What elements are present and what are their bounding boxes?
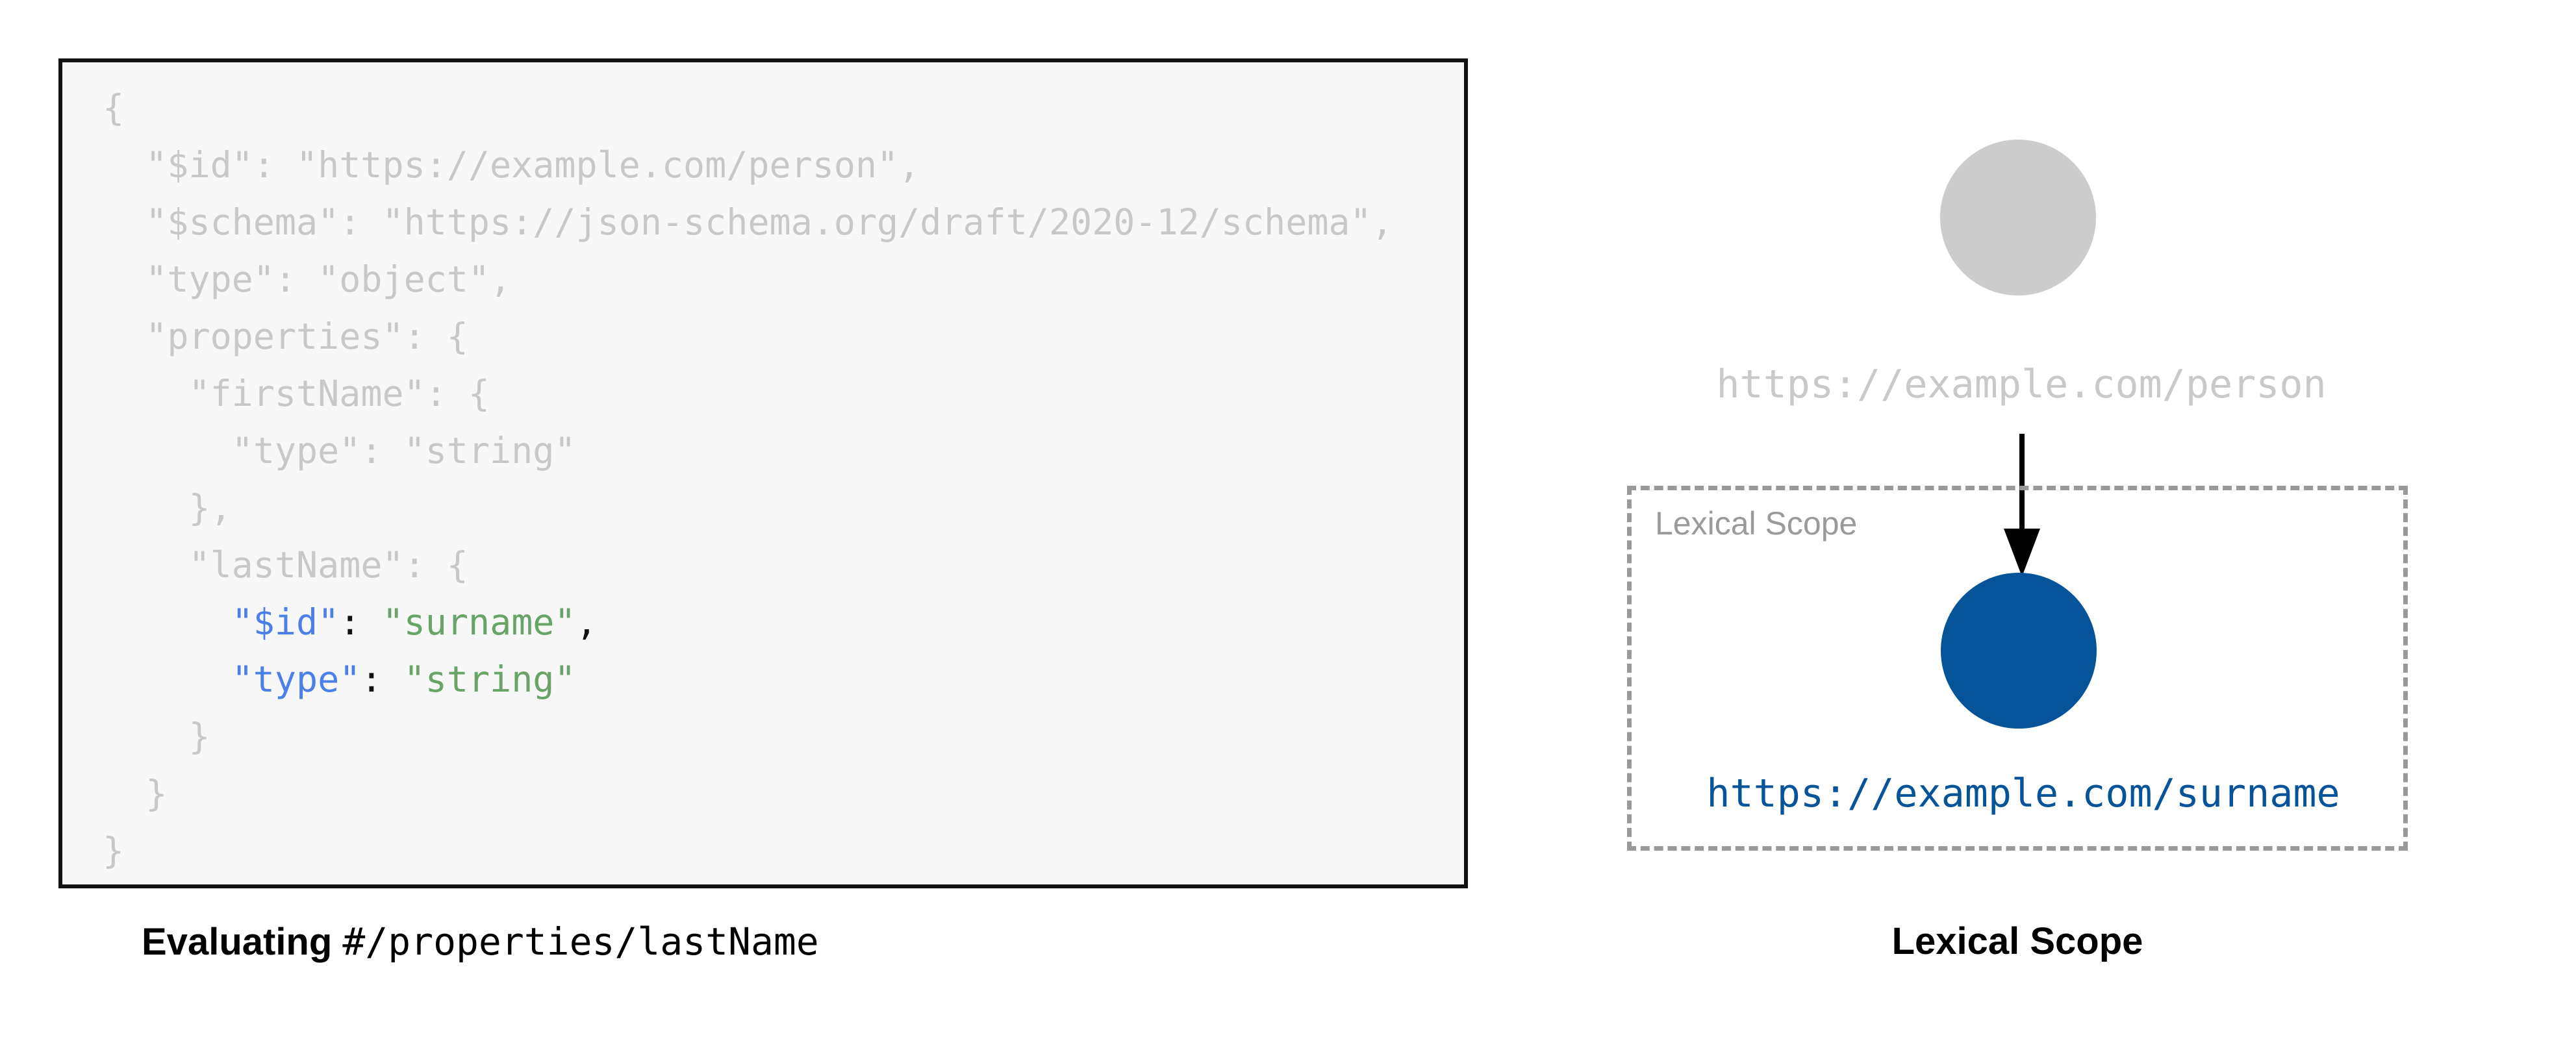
evaluating-caption-prefix: Evaluating xyxy=(142,921,343,963)
code-line: { xyxy=(103,87,125,129)
surname-uri-label: https://example.com/surname xyxy=(1706,771,2340,816)
code-line: } xyxy=(103,773,168,814)
schema-code-panel: { "$id": "https://example.com/person", "… xyxy=(58,58,1468,888)
lexical-scope-box: Lexical Scope xyxy=(1627,486,2408,851)
code-line: "$id": "https://example.com/person", xyxy=(103,144,920,186)
code-line: "lastName": { xyxy=(103,544,468,586)
code-line: "$schema": "https://json-schema.org/draf… xyxy=(103,201,1393,243)
code-line: } xyxy=(103,716,210,757)
evaluating-caption: Evaluating #/properties/lastName xyxy=(142,917,819,967)
code-line: "type": "object", xyxy=(103,258,512,300)
schema-code: { "$id": "https://example.com/person", "… xyxy=(103,79,1425,879)
arrow-down-icon xyxy=(2004,434,2040,577)
code-line: } xyxy=(103,830,125,871)
lexical-scope-box-label: Lexical Scope xyxy=(1655,505,1858,542)
lexical-scope-caption: Lexical Scope xyxy=(1891,920,2143,962)
person-schema-node xyxy=(1940,140,2096,295)
evaluating-caption-pointer: #/properties/lastName xyxy=(342,920,819,964)
code-line: "$id": "surname", xyxy=(231,601,598,643)
person-uri-label: https://example.com/person xyxy=(1716,362,2327,407)
code-line: "type": "string" xyxy=(103,430,576,471)
code-line: "firstName": { xyxy=(103,373,490,414)
surname-schema-node xyxy=(1941,573,2097,729)
code-line: }, xyxy=(103,487,232,529)
code-line: "properties": { xyxy=(103,316,468,357)
code-line: "type": "string" xyxy=(231,658,576,700)
